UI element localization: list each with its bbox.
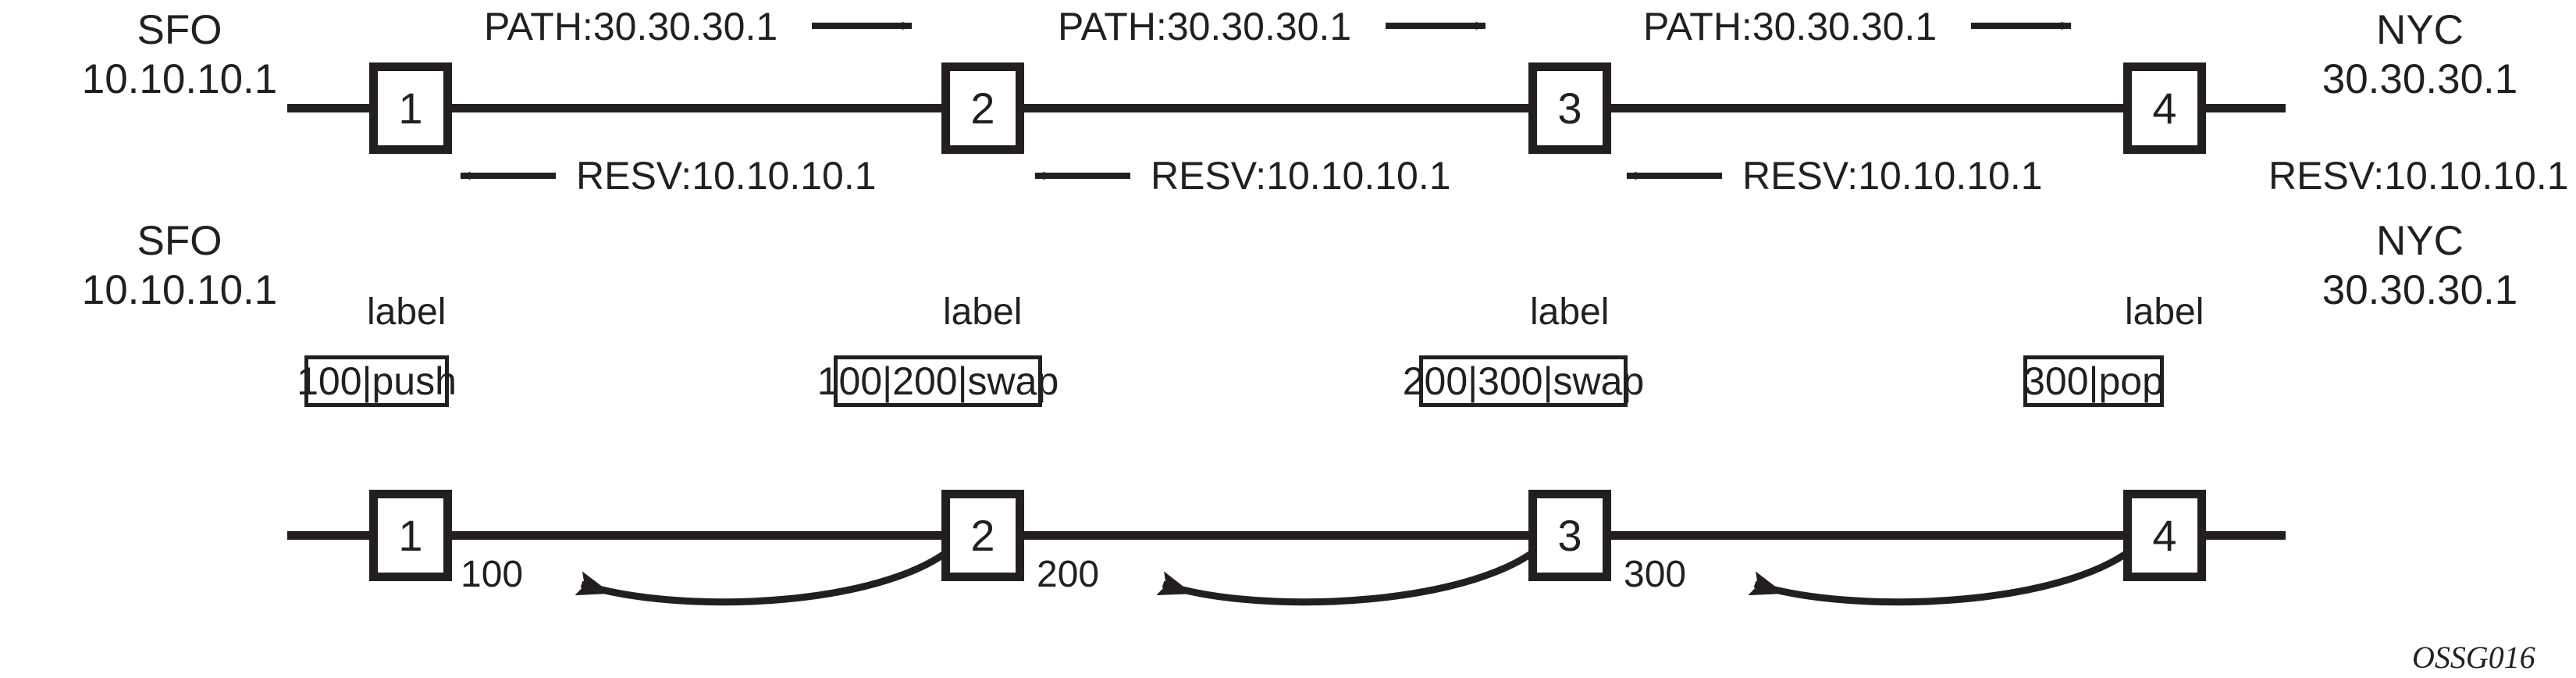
top-trunk-segment-1-2 — [443, 104, 949, 112]
top-left-endpoint: SFO 10.10.10.1 — [23, 6, 336, 104]
bottom-right-endpoint-ip: 30.30.30.1 — [2322, 266, 2518, 313]
resv-message-3: RESV:10.10.10.1 — [1742, 154, 2043, 198]
label-op-box-1[interactable]: 100|push — [297, 355, 457, 407]
top-left-endpoint-ip: 10.10.10.1 — [81, 55, 278, 102]
label-caption-2: label — [943, 291, 1023, 333]
bottom-left-endpoint-city: SFO — [137, 218, 222, 264]
top-right-resv-message: RESV:10.10.10.1 — [2268, 154, 2569, 198]
bottom-node-1[interactable]: 1 — [369, 490, 452, 581]
path-message-3: PATH:30.30.30.1 — [1643, 5, 1937, 48]
top-node-3[interactable]: 3 — [1528, 62, 1611, 154]
bottom-trunk-segment-1-2 — [443, 531, 949, 540]
top-node-3-label: 3 — [1557, 84, 1582, 133]
resv-message-2: RESV:10.10.10.1 — [1151, 154, 1451, 198]
bottom-trunk-left-stub — [287, 531, 377, 540]
label-op-value-2: 100|200|swap — [817, 359, 1059, 403]
top-node-2[interactable]: 2 — [941, 62, 1024, 154]
figure-id-watermark: OSSG016 — [2412, 640, 2535, 675]
top-right-endpoint-city: NYC — [2376, 7, 2464, 53]
top-trunk-segment-2-3 — [1016, 104, 1536, 112]
bottom-node-4-label: 4 — [2152, 511, 2177, 560]
path-message-1: PATH:30.30.30.1 — [484, 5, 778, 48]
label-op-value-3: 200|300|swap — [1402, 359, 1645, 403]
bottom-label-value-3: 300 — [1624, 554, 1687, 595]
top-right-endpoint: NYC 30.30.30.1 — [2264, 6, 2576, 104]
bottom-trunk-segment-3-4 — [1603, 531, 2131, 540]
label-op-box-2[interactable]: 100|200|swap — [817, 355, 1059, 407]
top-trunk-right-stub — [2198, 104, 2286, 112]
label-distribution-arrow-1 — [575, 537, 963, 606]
top-node-2-label: 2 — [970, 84, 995, 133]
bottom-left-endpoint: SFO 10.10.10.1 — [23, 217, 336, 315]
top-left-endpoint-city: SFO — [137, 7, 222, 53]
top-trunk-segment-3-4 — [1603, 104, 2131, 112]
bottom-right-endpoint-city: NYC — [2376, 218, 2464, 264]
bottom-trunk-segment-2-3 — [1016, 531, 1536, 540]
bottom-trunk-right-stub — [2198, 531, 2286, 540]
label-caption-1: label — [367, 291, 447, 333]
top-right-endpoint-ip: 30.30.30.1 — [2322, 55, 2518, 102]
label-distribution-arrow-2 — [1156, 537, 1550, 606]
label-op-value-4: 300|pop — [2023, 359, 2164, 403]
top-node-1-label: 1 — [398, 84, 423, 133]
top-node-4[interactable]: 4 — [2123, 62, 2206, 154]
top-node-1[interactable]: 1 — [369, 62, 452, 154]
bottom-node-3[interactable]: 3 — [1528, 490, 1611, 581]
label-op-value-1: 100|push — [297, 359, 457, 403]
label-op-box-3[interactable]: 200|300|swap — [1403, 355, 1644, 407]
bottom-node-4[interactable]: 4 — [2123, 490, 2206, 581]
bottom-label-value-2: 200 — [1037, 554, 1100, 595]
top-node-4-label: 4 — [2152, 84, 2177, 133]
top-trunk-left-stub — [287, 104, 377, 112]
label-distribution-arrow-3 — [1748, 537, 2145, 606]
label-caption-3: label — [1530, 291, 1610, 333]
bottom-node-2-label: 2 — [970, 511, 995, 560]
path-message-2: PATH:30.30.30.1 — [1058, 5, 1352, 48]
label-caption-4: label — [2125, 291, 2204, 333]
bottom-left-endpoint-ip: 10.10.10.1 — [81, 266, 278, 313]
resv-message-1: RESV:10.10.10.1 — [576, 154, 877, 198]
bottom-node-2[interactable]: 2 — [941, 490, 1024, 581]
bottom-node-1-label: 1 — [398, 511, 423, 560]
bottom-label-value-1: 100 — [461, 554, 524, 595]
label-op-box-4[interactable]: 300|pop — [2023, 355, 2164, 407]
bottom-node-3-label: 3 — [1557, 511, 1582, 560]
bottom-right-endpoint: NYC 30.30.30.1 — [2264, 217, 2576, 315]
